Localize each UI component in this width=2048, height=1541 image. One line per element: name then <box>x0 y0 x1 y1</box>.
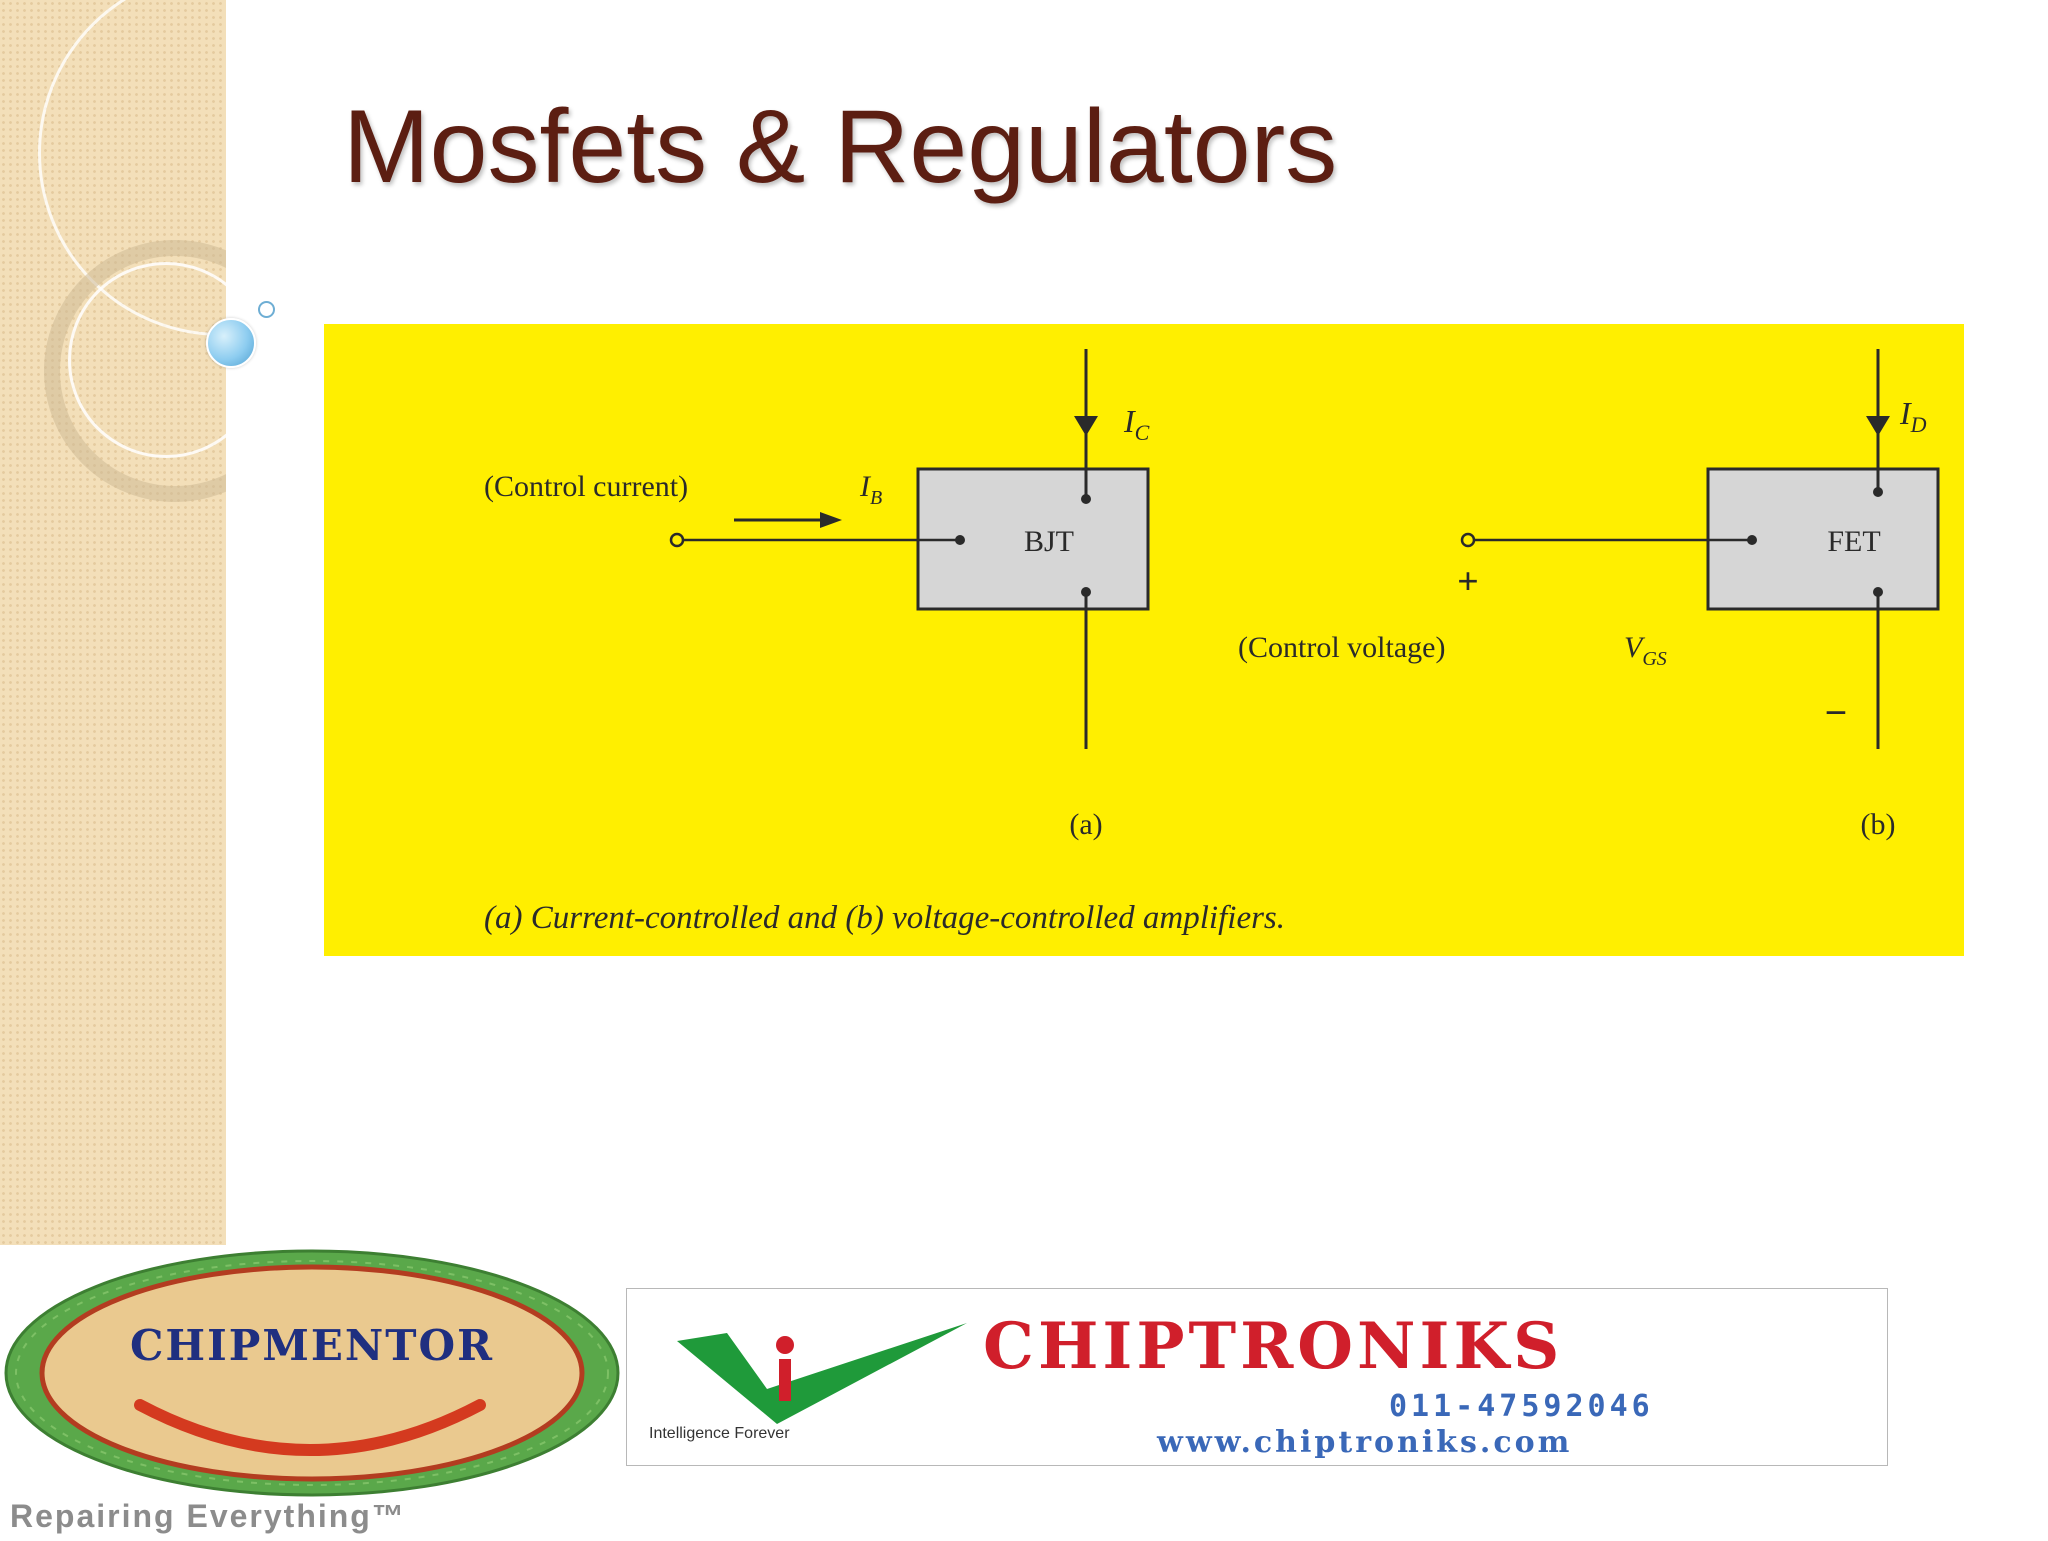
chiptroniks-website: www.chiptroniks.com <box>1157 1425 1573 1460</box>
chiptroniks-tagline: Intelligence Forever <box>649 1425 790 1442</box>
sidebar-decoration <box>0 0 226 1245</box>
ib-label: IB <box>859 470 882 509</box>
figure-caption: (a) Current-controlled and (b) voltage-c… <box>484 900 1285 936</box>
chiptroniks-phone: 011-47592046 <box>1389 1389 1654 1424</box>
badge-circuit-pattern <box>15 1260 609 1486</box>
minus-sign: − <box>1825 690 1848 735</box>
chiptroniks-logo: CHIPTRONIKS Intelligence Forever 011-475… <box>626 1288 1888 1466</box>
ic-arrow-icon <box>1074 416 1098 436</box>
chiptroniks-name: CHIPTRONIKS <box>983 1309 1564 1384</box>
id-arrow-icon <box>1866 416 1890 436</box>
decorative-bubble <box>206 318 256 368</box>
ib-arrow-icon <box>820 512 842 528</box>
id-label: ID <box>1899 395 1927 437</box>
control-voltage-label: (Control voltage) <box>1238 631 1445 664</box>
slide-title: Mosfets & Regulators <box>343 89 1338 205</box>
amplifier-diagram: BJT IC (Control current) IB (a) FET ID + <box>484 349 1940 936</box>
fet-box-label: FET <box>1827 525 1880 558</box>
collector-node <box>1081 494 1091 504</box>
chipmentor-logo: CHIPMENTOR <box>0 1245 640 1536</box>
gate-node <box>1747 535 1757 545</box>
emitter-node <box>1081 587 1091 597</box>
source-node <box>1873 587 1883 597</box>
vgs-label: VGS <box>1624 631 1667 670</box>
ic-label: IC <box>1123 403 1150 445</box>
plus-sign: + <box>1457 561 1479 603</box>
smile-icon <box>134 1399 486 1456</box>
chipmentor-tagline: Repairing Everything™ <box>10 1498 406 1534</box>
label-a: (a) <box>1069 808 1102 841</box>
decorative-bubble-small <box>258 301 275 318</box>
chipmentor-name: CHIPMENTOR <box>130 1321 494 1370</box>
drain-node <box>1873 487 1883 497</box>
control-current-label: (Control current) <box>484 470 688 503</box>
bjt-box-label: BJT <box>1024 525 1074 558</box>
amplifier-figure: BJT IC (Control current) IB (a) FET ID + <box>324 324 1964 956</box>
checkmark-icon <box>677 1323 967 1424</box>
gate-terminal <box>1460 532 1476 548</box>
label-b: (b) <box>1861 808 1896 841</box>
base-node <box>955 535 965 545</box>
base-terminal <box>669 532 685 548</box>
chipmentor-badge: CHIPMENTOR <box>4 1249 620 1497</box>
